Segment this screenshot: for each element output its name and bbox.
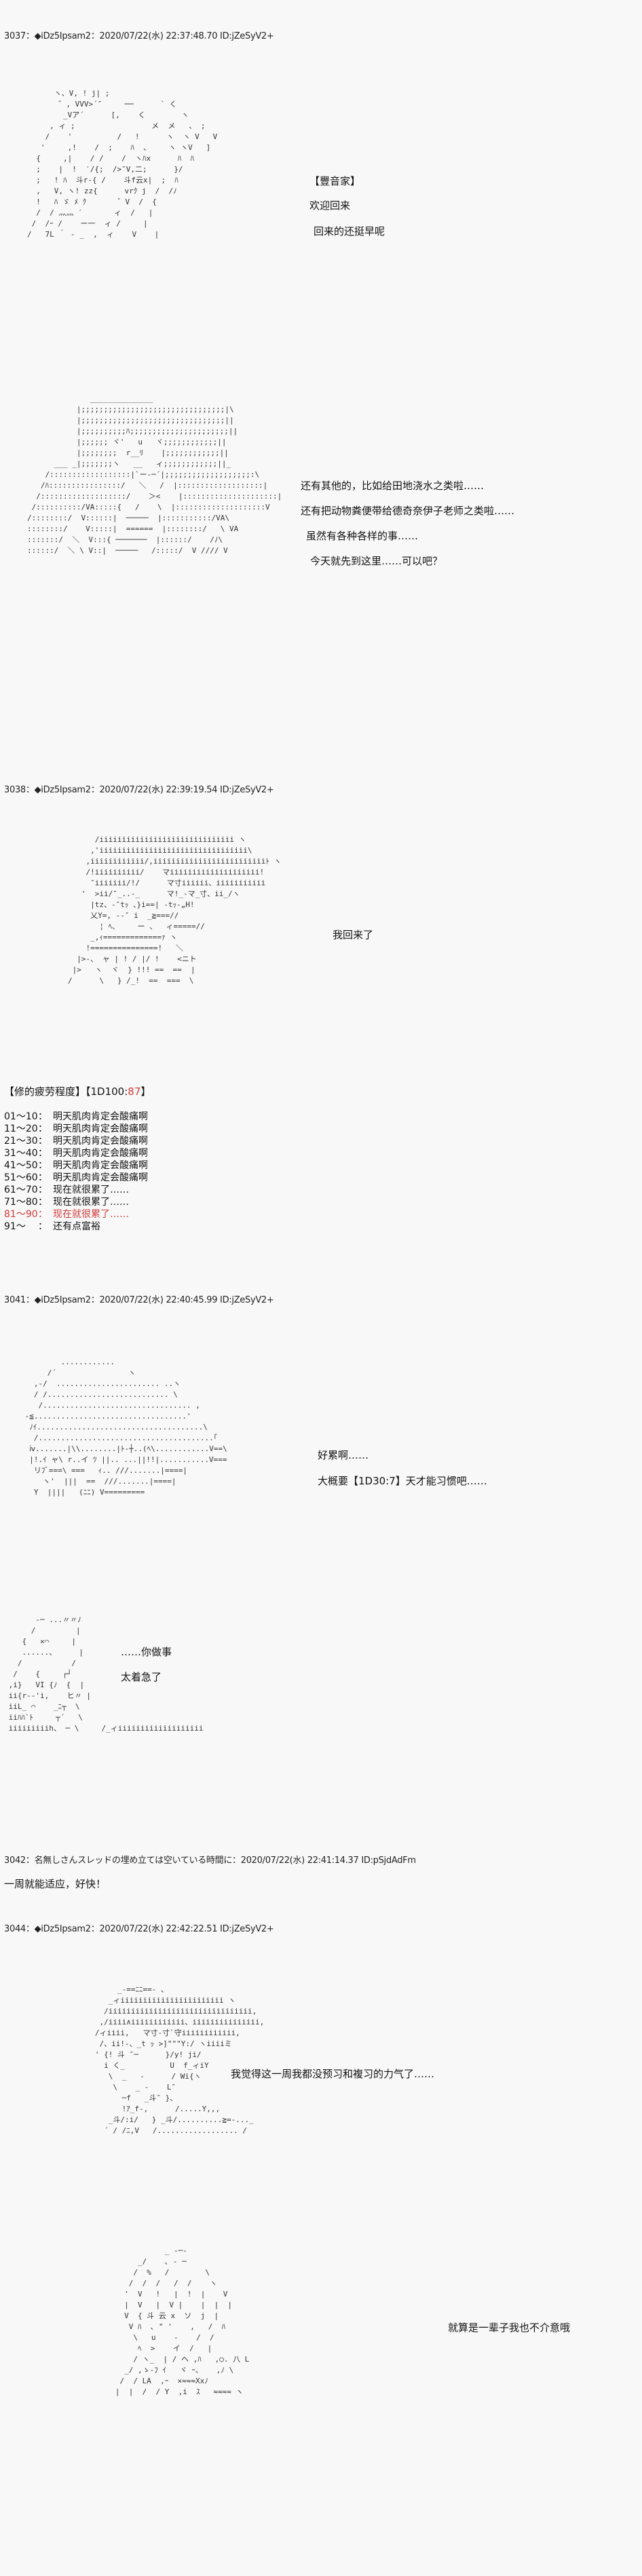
roll-close: 】 xyxy=(140,1085,151,1098)
post-header-3044: 3044：◆iDz5Ipsam2：2020/07/22(水) 22:42:22.… xyxy=(4,1924,274,1934)
roll-table-row: 61～70： 现在就很累了…… xyxy=(4,1184,148,1196)
post-header-3038: 3038：◆iDz5Ipsam2：2020/07/22(水) 22:39:19.… xyxy=(4,785,274,795)
roll-table-row: 51～60： 明天肌肉肯定会酸痛啊 xyxy=(4,1172,148,1184)
dialogue-line: 就算是一辈子我也不介意哦 xyxy=(448,2322,571,2334)
ascii-art-character-6: _ -─- _/ ､ - ─ / % / \ / / / / / ヽ ' V !… xyxy=(115,2246,250,2396)
roll-table-row: 11～20： 明天肌肉肯定会酸痛啊 xyxy=(4,1123,148,1135)
ascii-art-character-3: /iiiiiiiiiiiiiiiiiiiiiiiiiiiiii ヽ ,'iiii… xyxy=(68,835,282,985)
roll-text: 现在就很累了…… xyxy=(53,1185,129,1195)
roll-range: 41～50 xyxy=(4,1160,38,1171)
roll-sep: ： xyxy=(38,1111,48,1122)
roll-sep: ： xyxy=(38,1160,48,1171)
ascii-art-character-1: ヽ、V, ! j| ; ゛, VVV>´″ ── ` く _Vア´ [, く ヽ… xyxy=(27,89,218,239)
roll-text: 还有点富裕 xyxy=(53,1221,100,1232)
roll-table-row: 81～90： 现在就很累了…… xyxy=(4,1208,148,1220)
roll-range: 51～60 xyxy=(4,1172,38,1183)
dialogue-line: 好累啊…… xyxy=(318,1449,369,1461)
roll-table-row: 91～ ： 还有点富裕 xyxy=(4,1220,148,1233)
dialogue-line: 太着急了 xyxy=(121,1671,162,1683)
roll-sep: ： xyxy=(38,1136,48,1147)
roll-table-row: 21～30： 明天肌肉肯定会酸痛啊 xyxy=(4,1135,148,1147)
ascii-art-character-5: _-==ﾆﾆ==- 、 _ィiiiiiiiiiiiiiiiiiiiiiii ヽ … xyxy=(94,1985,265,2135)
dialogue-line: 还有把动物粪便带给德奇奈伊子老师之类啦…… xyxy=(301,505,515,517)
roll-text: 现在就很累了…… xyxy=(53,1209,129,1220)
roll-range: 01～10 xyxy=(4,1111,38,1122)
roll-text: 明天肌肉肯定会酸痛啊 xyxy=(53,1172,148,1183)
roll-text: 明天肌肉肯定会酸痛啊 xyxy=(53,1123,148,1134)
roll-table-row: 31～40： 明天肌肉肯定会酸痛啊 xyxy=(4,1147,148,1159)
dialogue-line: 还有其他的，比如给田地浇水之类啦…… xyxy=(301,480,485,492)
roll-text: 明天肌肉肯定会酸痛啊 xyxy=(53,1148,148,1159)
roll-text: 明天肌肉肯定会酸痛啊 xyxy=(53,1160,148,1171)
roll-label: 【修的疲劳程度】【1D100: xyxy=(4,1085,128,1098)
dialogue-speaker: 【豐音家】 xyxy=(309,175,361,187)
dialogue-line: 我回来了 xyxy=(333,929,374,941)
post-header-3037: 3037：◆iDz5Ipsam2：2020/07/22(水) 22:37:48.… xyxy=(4,31,274,41)
ascii-art-scene: ............ /´ ヽ ,-/ ..................… xyxy=(24,1358,227,1497)
roll-sep: ： xyxy=(38,1209,48,1220)
roll-sep: ： xyxy=(38,1172,48,1183)
dialogue-line: 大概要【1D30:7】天才能习惯吧…… xyxy=(318,1475,487,1487)
roll-range: 11～20 xyxy=(4,1123,38,1134)
dialogue-line: 虽然有各种各样的事…… xyxy=(306,530,419,542)
roll-text: 现在就很累了…… xyxy=(53,1197,129,1208)
post-header-3042: 3042：名無しさんスレッドの埋め立ては空いている時間に：2020/07/22(… xyxy=(4,1856,416,1866)
roll-range: 31～40 xyxy=(4,1148,38,1159)
roll-sep: ： xyxy=(38,1185,48,1195)
ascii-art-character-2: ______________ |;;;;;;;;;;;;;;;;;;;;;;;;… xyxy=(27,394,282,555)
roll-sep: ： xyxy=(38,1221,48,1232)
roll-range: 61～70 xyxy=(4,1185,38,1195)
post-header-3041: 3041：◆iDz5Ipsam2：2020/07/22(水) 22:40:45.… xyxy=(4,1295,274,1305)
roll-range: 71～80 xyxy=(4,1197,38,1208)
dialogue-line: 今天就先到这里……可以吧？ xyxy=(310,555,443,567)
roll-table-row: 01～10： 明天肌肉肯定会酸痛啊 xyxy=(4,1111,148,1123)
roll-range: 81～90 xyxy=(4,1209,38,1220)
roll-table-row: 71～80： 现在就很累了…… xyxy=(4,1196,148,1208)
roll-table-row: 41～50： 明天肌肉肯定会酸痛啊 xyxy=(4,1159,148,1172)
roll-range: 91～ xyxy=(4,1221,26,1232)
roll-result: 87 xyxy=(128,1085,141,1098)
ascii-art-character-4: ‐─ ...〃〃ﾉ / | { ×⌒ | ......、 | / / / { ┌… xyxy=(8,1615,204,1733)
dialogue-line: 欢迎回来 xyxy=(309,199,351,212)
dialogue-line: 回来的还挺早呢 xyxy=(314,225,385,237)
roll-sep: ： xyxy=(38,1123,48,1134)
roll-sep: ： xyxy=(38,1197,48,1208)
roll-range: 21～30 xyxy=(4,1136,38,1147)
roll-text: 明天肌肉肯定会酸痛啊 xyxy=(53,1111,148,1122)
dice-roll-title: 【修的疲劳程度】【1D100:87】 xyxy=(4,1084,151,1098)
roll-text: 明天肌肉肯定会酸痛啊 xyxy=(53,1136,148,1147)
dialogue-line: ……你做事 xyxy=(121,1646,172,1658)
post-body: 一周就能适应，好快！ xyxy=(4,1878,107,1890)
roll-sep: ： xyxy=(38,1148,48,1159)
dialogue-line: 我觉得这一周我都没预习和複习的力气了…… xyxy=(231,2068,435,2080)
